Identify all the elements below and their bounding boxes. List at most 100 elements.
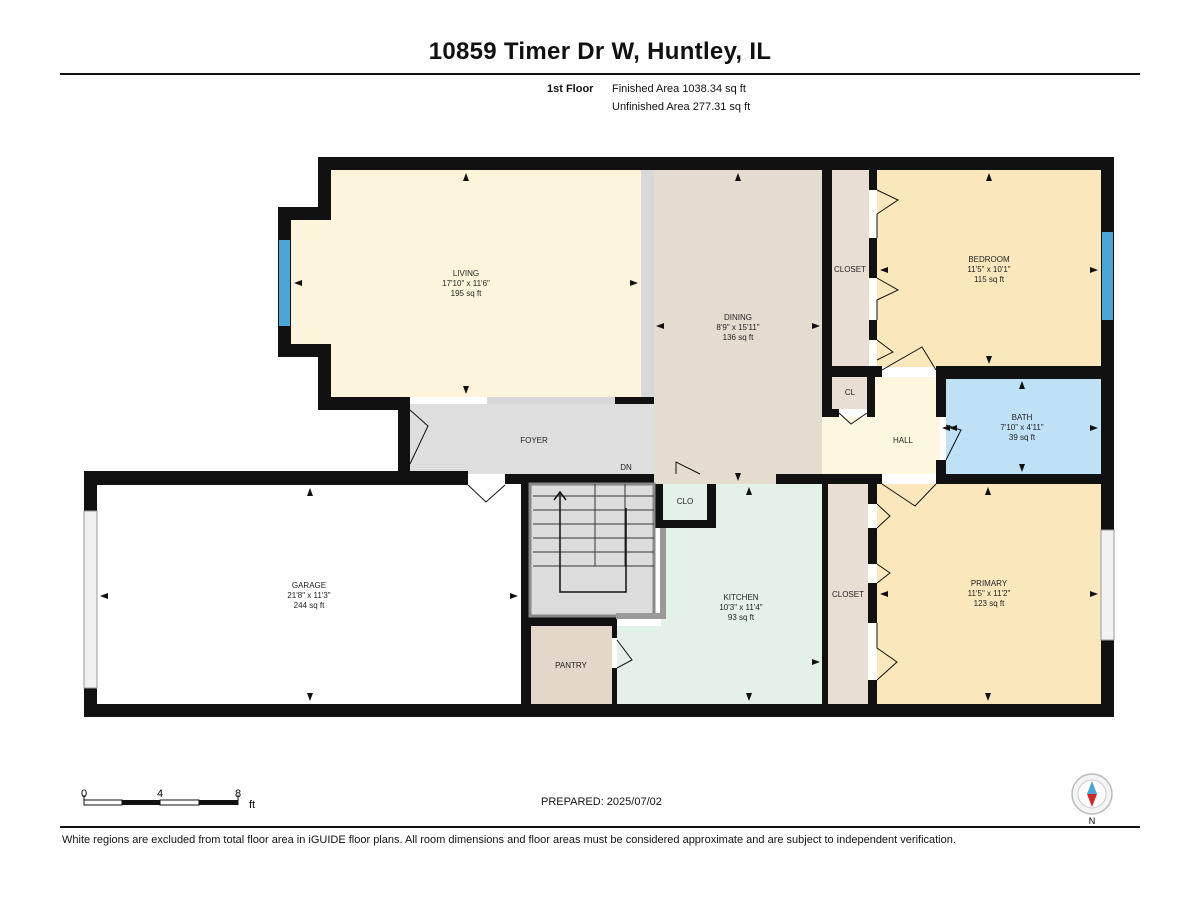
wall (84, 704, 1114, 717)
door-closet-top-1 (876, 189, 900, 238)
door-closet-top-2 (876, 277, 900, 320)
pantry-name: PANTRY (555, 661, 587, 670)
stairs-dn: DN (620, 463, 632, 472)
wall (654, 474, 663, 528)
room-fills (97, 170, 1101, 704)
stair-direction-line (559, 494, 627, 593)
prepared-date: PREPARED: 2025/07/02 (541, 796, 662, 808)
room-labels: LIVING 17'10" x 11'6" 195 sq ft DINING 8… (287, 255, 1043, 670)
stair-wall (616, 528, 666, 619)
wall (707, 474, 716, 528)
compass-needle-south (1087, 781, 1097, 794)
opening (641, 170, 654, 397)
bedroom-area: 115 sq ft (974, 275, 1005, 284)
stair-direction-arrow (553, 490, 567, 501)
arrow-marker (985, 487, 991, 495)
scale-tick-4: 4 (157, 788, 163, 800)
wall (868, 680, 877, 704)
garage-dims: 21'8" x 11'3" (287, 591, 330, 600)
wall (318, 157, 1114, 170)
bath-area: 39 sq ft (1009, 433, 1036, 442)
wall (869, 238, 877, 278)
arrow-marker (630, 280, 638, 286)
dining-dims: 8'9" x 15'11" (716, 323, 759, 332)
bedroom-fill (877, 170, 1101, 367)
living-dims: 17'10" x 11'6" (442, 279, 490, 288)
arrow-marker (880, 591, 888, 597)
wall (318, 344, 331, 410)
arrow-marker (986, 173, 992, 181)
stair-outline (528, 482, 656, 618)
wall (318, 157, 331, 220)
finished-area: Finished Area 1038.34 sq ft (612, 83, 746, 95)
wall (278, 207, 331, 220)
wall (641, 397, 654, 404)
dining-room-fill (654, 170, 822, 478)
wall (612, 616, 617, 638)
door-garage (467, 484, 506, 503)
dining-name: DINING (724, 313, 752, 322)
hall-fill (822, 377, 940, 474)
opening (654, 474, 776, 484)
arrow-marker (1019, 464, 1025, 472)
primary-area: 123 sq ft (974, 599, 1005, 608)
wall (822, 170, 832, 370)
door-closet-bottom-2 (876, 563, 891, 584)
wall (521, 484, 531, 704)
bath-fill (946, 379, 1101, 474)
arrow-marker (510, 593, 518, 599)
arrow-marker (812, 323, 820, 329)
staircase (528, 482, 666, 619)
clo-name: CLO (677, 497, 693, 506)
dimension-markers (100, 173, 1098, 701)
garage-fill (97, 485, 521, 704)
windows (279, 232, 1113, 326)
living-window (279, 240, 290, 326)
arrow-marker (1019, 381, 1025, 389)
floor-name: 1st Floor (547, 83, 594, 95)
door-cl (838, 412, 868, 425)
compass-needle-north (1087, 794, 1097, 807)
arrow-marker (985, 693, 991, 701)
arrow-marker (746, 693, 752, 701)
wall (84, 471, 468, 485)
door-closet-bottom-3 (876, 623, 898, 681)
arrow-marker (307, 488, 313, 496)
door-closet-bottom-1 (876, 503, 891, 529)
doors (409, 189, 962, 681)
compass: N (1071, 773, 1113, 826)
primary-fill (877, 484, 1101, 704)
arrow-marker (463, 386, 469, 394)
wall (84, 471, 97, 511)
scale-tick-0: 0 (81, 788, 87, 800)
arrow-marker (880, 267, 888, 273)
page-title: 10859 Timer Dr W, Huntley, IL (428, 38, 772, 65)
wall (318, 397, 410, 410)
door-foyer (409, 409, 429, 465)
wall (869, 170, 877, 190)
bath-dims: 7'10" x 4'11" (1000, 423, 1043, 432)
wall (776, 474, 882, 484)
wall (869, 320, 877, 340)
arrow-marker (100, 593, 108, 599)
bedroom-window (1102, 232, 1113, 320)
bath-name: BATH (1012, 413, 1033, 422)
scale-segment-1 (83, 799, 123, 806)
opening (1100, 529, 1115, 641)
walls (84, 157, 1114, 717)
arrow-marker (656, 323, 664, 329)
stairs-fill (530, 484, 654, 616)
bedroom-name: BEDROOM (968, 255, 1010, 264)
closet-top-fill (832, 170, 869, 366)
cl-name: CL (845, 388, 856, 397)
arrow-marker (1090, 267, 1098, 273)
arrow-marker (1090, 591, 1098, 597)
door-clo (675, 461, 701, 475)
pantry-fill (531, 626, 612, 704)
foyer-name: FOYER (520, 436, 548, 445)
wall (615, 397, 654, 404)
compass-north-label: N (1089, 816, 1096, 826)
door-bedroom (881, 346, 937, 371)
wall (531, 616, 617, 626)
